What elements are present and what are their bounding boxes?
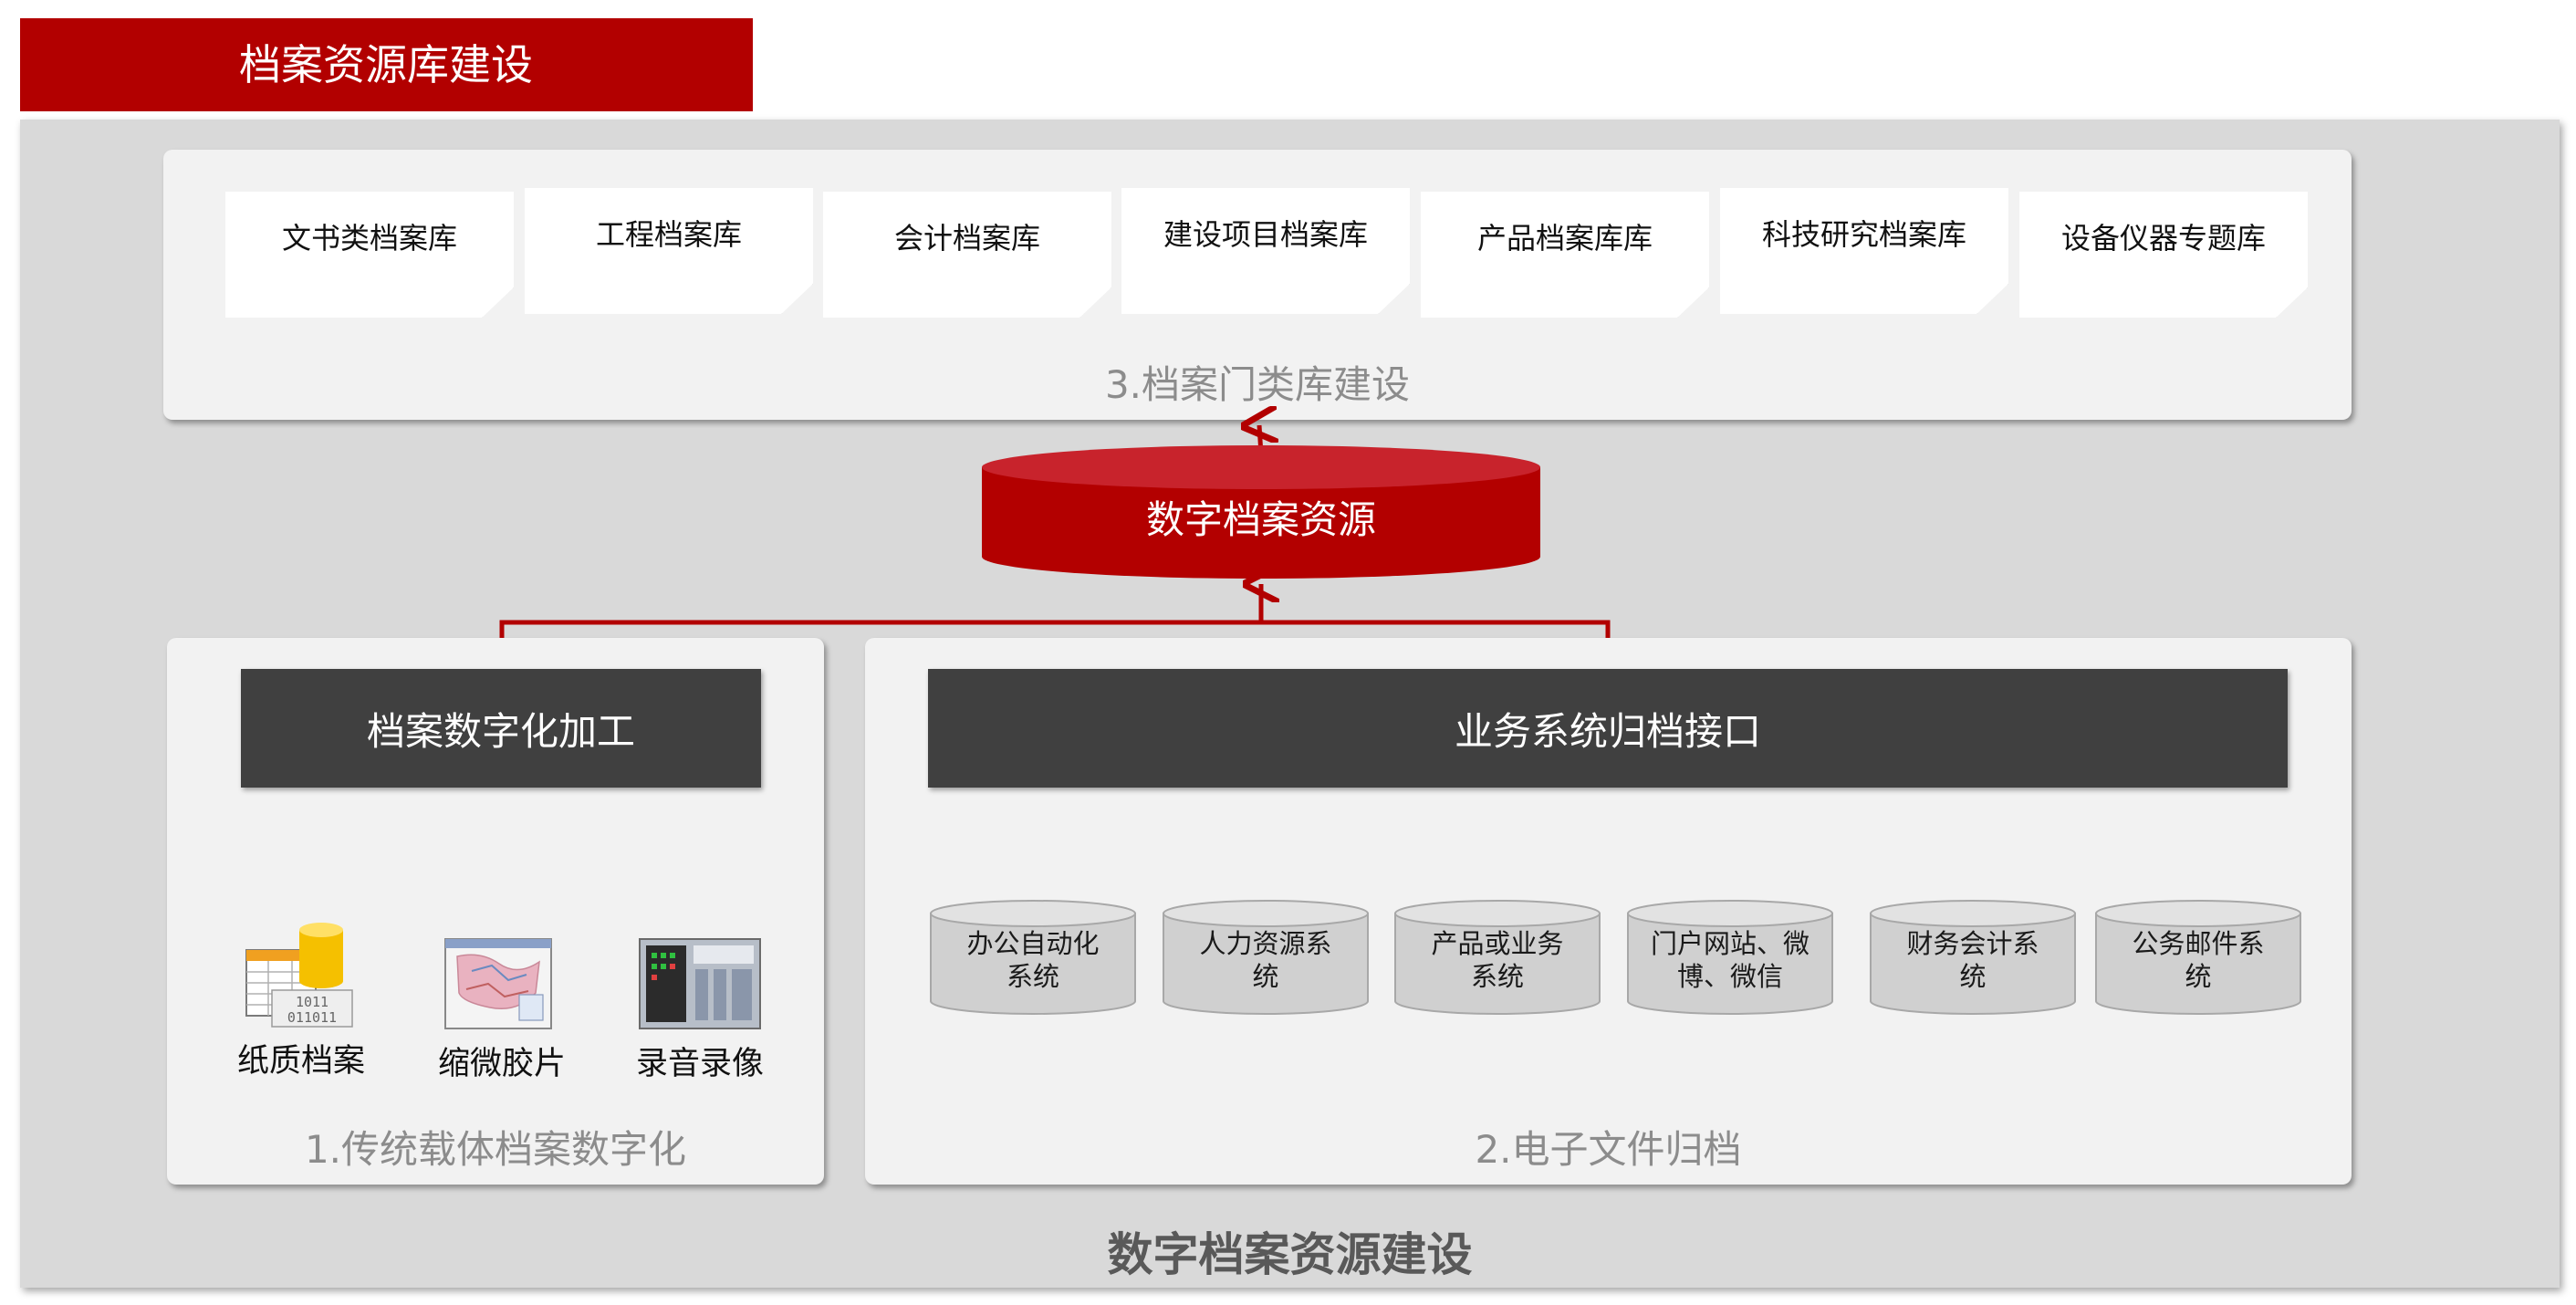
system-label-line1: 办公自动化 <box>966 928 1100 959</box>
system-label: 产品或业务系统 <box>1393 923 1601 997</box>
system-label: 财务会计系统 <box>1869 923 2077 997</box>
system-label-line2: 系统 <box>1006 961 1059 992</box>
icon-label-audio-video: 录音录像 <box>635 1046 764 1082</box>
header-banner <box>20 18 753 111</box>
page-title: 档案资源库建设 <box>239 40 533 89</box>
archive-interface-bar: 业务系统归档接口 <box>928 669 2288 788</box>
system-label: 公务邮件系统 <box>2094 923 2302 997</box>
audio-video-icon <box>639 938 761 1029</box>
icon-label-paper: 纸质档案 <box>236 1043 365 1080</box>
digitization-bar: 档案数字化加工 <box>241 669 761 788</box>
system-cylinder: 产品或业务系统 <box>1393 899 1601 1016</box>
system-label-line1: 公务邮件系 <box>2132 928 2265 959</box>
diagram-title: 数字档案资源建设 <box>1107 1228 1473 1281</box>
top-panel-caption: 3.档案门类库建设 <box>1104 362 1411 407</box>
system-label: 人力资源系统 <box>1162 923 1370 997</box>
system-label-line1: 财务会计系 <box>1906 928 2039 959</box>
system-label-line1: 人力资源系 <box>1199 928 1332 959</box>
system-cylinder: 门户网站、微博、微信 <box>1626 899 1834 1016</box>
system-cylinder: 财务会计系统 <box>1869 899 2077 1016</box>
system-label-line1: 产品或业务 <box>1431 928 1564 959</box>
library-note: 设备仪器专题库 <box>2019 192 2308 318</box>
left-panel-caption: 1.传统载体档案数字化 <box>304 1127 687 1172</box>
library-note: 产品档案库库 <box>1421 192 1709 318</box>
library-note: 会计档案库 <box>823 192 1111 318</box>
icon-label-microfilm: 缩微胶片 <box>437 1046 566 1082</box>
system-label-line2: 统 <box>2185 961 2212 992</box>
system-label-line2: 系统 <box>1470 961 1524 992</box>
library-note: 科技研究档案库 <box>1720 188 2008 314</box>
system-cylinder: 公务邮件系统 <box>2094 899 2302 1016</box>
digital-archive-label: 数字档案资源 <box>1145 497 1376 542</box>
system-cylinder: 办公自动化系统 <box>929 899 1137 1016</box>
system-label: 办公自动化系统 <box>929 923 1137 997</box>
microfilm-icon <box>444 938 552 1029</box>
library-note: 工程档案库 <box>525 188 813 314</box>
right-panel-caption: 2.电子文件归档 <box>1475 1127 1742 1172</box>
digital-archive-cylinder <box>982 445 1540 579</box>
paper-archive-icon: 1011 011011 <box>245 917 358 1030</box>
system-label-line1: 门户网站、微 <box>1650 928 1809 959</box>
system-label-line2: 博、微信 <box>1676 961 1783 992</box>
system-label: 门户网站、微博、微信 <box>1626 923 1834 997</box>
library-note: 文书类档案库 <box>225 192 514 318</box>
system-cylinder: 人力资源系统 <box>1162 899 1370 1016</box>
svg-text:1011: 1011 <box>296 994 329 1010</box>
library-note: 建设项目档案库 <box>1121 188 1410 314</box>
system-label-line2: 统 <box>1959 961 1987 992</box>
svg-text:011011: 011011 <box>287 1009 337 1026</box>
system-label-line2: 统 <box>1252 961 1279 992</box>
